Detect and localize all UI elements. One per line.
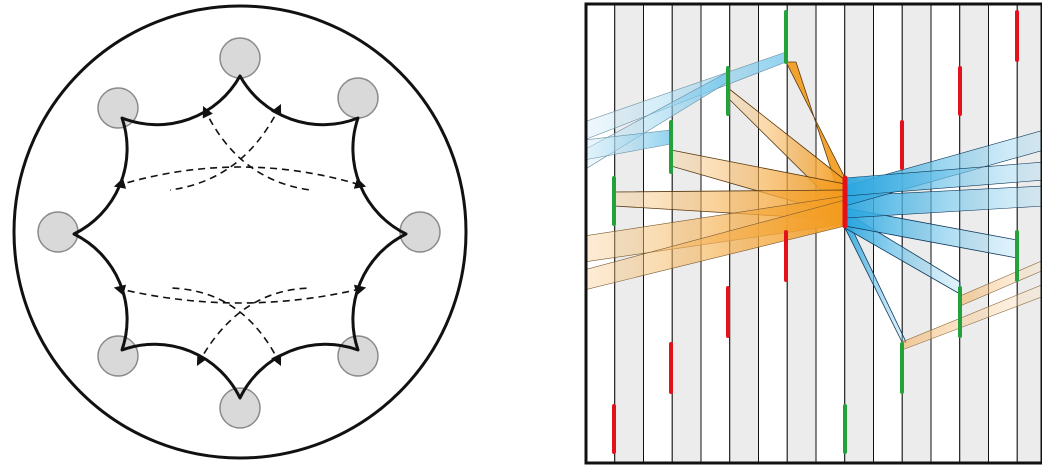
node-8 — [219, 387, 261, 429]
strip-16 — [1016, 4, 1042, 463]
outer-circle — [12, 4, 468, 460]
swap-arrow-top-cross-a — [202, 105, 311, 191]
node-1 — [219, 37, 261, 79]
swap-arrow-bottom-horizontal — [113, 284, 367, 304]
node-5 — [37, 211, 79, 253]
left-diagram — [12, 4, 468, 460]
swap-arrow-bottom-cross-a — [196, 287, 311, 366]
strip-15 — [988, 4, 1018, 463]
right-panel — [584, 2, 1042, 465]
swap-arrow-bottom-cross-b — [169, 287, 282, 367]
tick-marks — [612, 10, 1019, 454]
panel-frame — [584, 2, 1042, 465]
swap-arrow-top-cross-b — [169, 103, 282, 191]
concave-octagon — [72, 74, 408, 400]
node-2 — [337, 77, 379, 119]
link-bands — [586, 51, 1042, 351]
node-7 — [97, 335, 139, 377]
node-3 — [97, 87, 139, 129]
node-group — [37, 37, 441, 429]
node-4 — [399, 211, 441, 253]
swap-arrow-top-horizontal — [113, 166, 367, 189]
node-6 — [337, 335, 379, 377]
strip-9 — [815, 4, 846, 463]
swap-arrows — [113, 103, 367, 367]
